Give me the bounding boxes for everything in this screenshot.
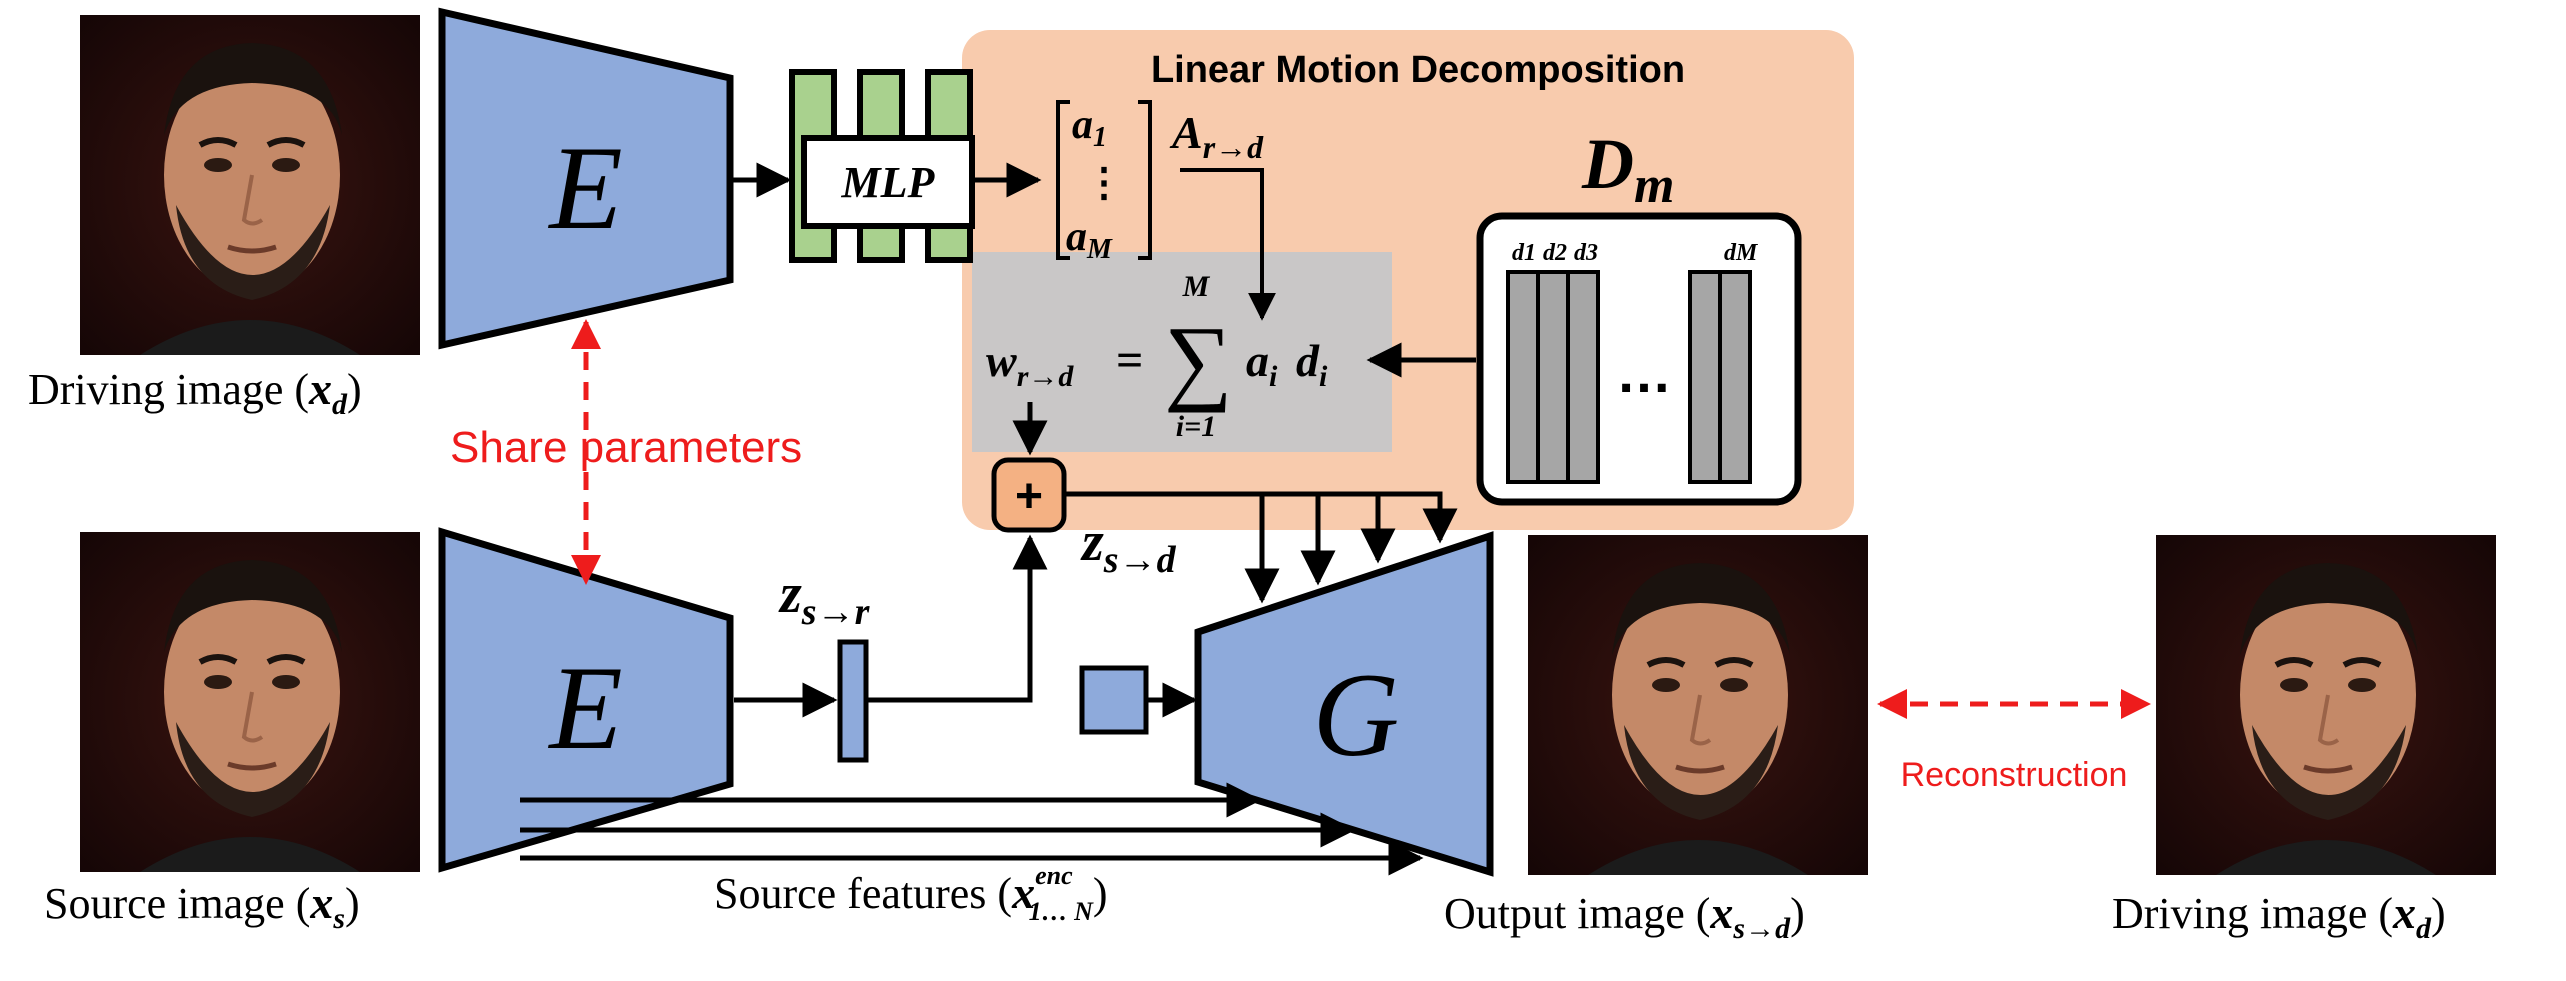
arrow-latent-to-plus — [868, 534, 1048, 703]
caption-source: Source image (xs) — [44, 877, 360, 935]
output-image — [1528, 535, 1868, 875]
arrow-A-to-formula — [1180, 168, 1276, 321]
driving-image-top — [80, 15, 420, 355]
dict-column-2 — [1536, 270, 1570, 484]
dict-column-5 — [1718, 270, 1752, 484]
vector-top-a: a1 — [1072, 102, 1107, 153]
dict-column-3 — [1566, 270, 1600, 484]
formula: wr→d = ∑ M i=1 ai di — [986, 270, 1328, 443]
mlp-box — [801, 135, 975, 229]
latent-z-sr — [837, 639, 869, 763]
formula-term-d: di — [1296, 335, 1328, 393]
share-parameters-label: Share parameters — [450, 423, 802, 472]
dict-ellipsis: … — [1616, 341, 1672, 404]
encoder-top-letter: E — [547, 121, 622, 254]
caption-driving-top: Driving image (xd) — [28, 363, 362, 421]
driving-image-right — [2156, 535, 2496, 875]
caption-output: Output image (xs→d) — [1444, 887, 1805, 945]
plus-node — [991, 457, 1067, 533]
generator-letter: G — [1313, 648, 1400, 781]
z-sr-label: zs→r — [778, 563, 871, 633]
formula-sum-top: M — [1182, 270, 1211, 303]
formula-term-a: ai — [1246, 335, 1278, 393]
dict-column-1 — [1506, 270, 1540, 484]
plus-symbol: + — [1015, 470, 1043, 523]
region-title: Linear Motion Decomposition — [1151, 49, 1685, 91]
encoder-top — [438, 7, 734, 350]
mlp-label: MLP — [841, 158, 936, 207]
reconstruction-label: Reconstruction — [1901, 756, 2128, 794]
dict-col-label-d2: d2 — [1543, 240, 1567, 266]
caption-driving-right: Driving image (xd) — [2112, 887, 2446, 945]
dictionary-label: Dm — [1581, 124, 1674, 214]
dict-col-label-d1: d1 — [1512, 240, 1536, 266]
vector-bracket-left — [1056, 100, 1070, 260]
encoder-bottom-letter: E — [547, 641, 622, 774]
dict-column-4 — [1688, 270, 1722, 484]
vector-dots: ⋮ — [1084, 160, 1124, 205]
formula-sum-bottom: i=1 — [1176, 410, 1216, 443]
dict-col-label-d3: d3 — [1574, 240, 1598, 266]
source-image — [80, 532, 420, 872]
generator — [1194, 531, 1494, 877]
formula-box — [972, 252, 1392, 452]
constant-input — [1079, 665, 1149, 735]
z-sd-label: zs→d — [1080, 511, 1177, 581]
encoder-bottom — [438, 527, 734, 873]
vector-bottom-a: aM — [1066, 214, 1113, 265]
A-label: Ar→d — [1169, 107, 1264, 165]
vector-bracket-right — [1138, 100, 1152, 260]
dict-col-label-dM: dM — [1724, 240, 1759, 266]
formula-sum: ∑ — [1164, 306, 1232, 413]
arrow-plus-to-generator-4 — [1066, 491, 1458, 544]
formula-lhs: wr→d — [986, 335, 1074, 393]
formula-equals: = — [1116, 334, 1143, 387]
